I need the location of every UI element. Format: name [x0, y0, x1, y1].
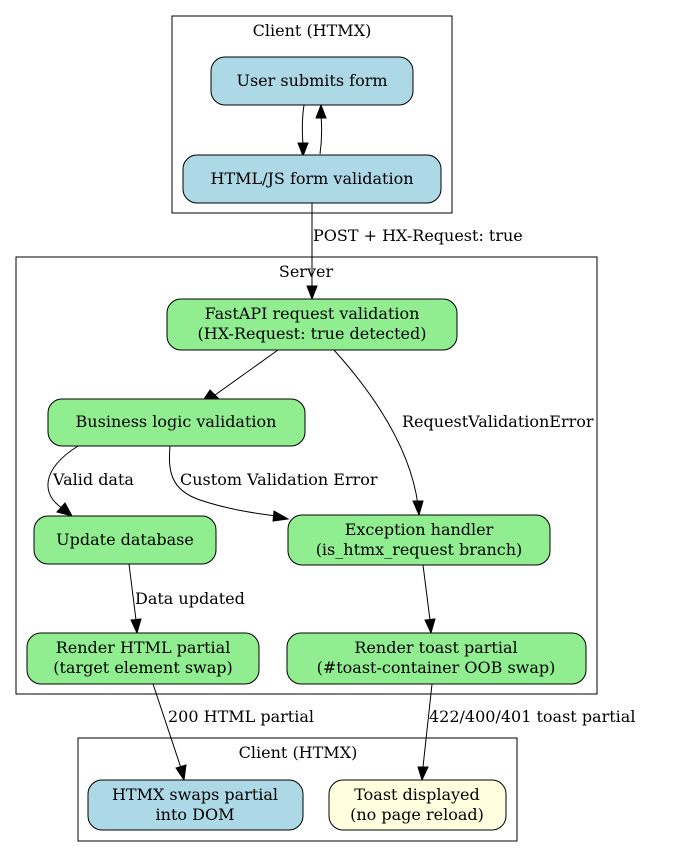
node-render-toast-partial: Render toast partial (#toast-container O…: [286, 632, 587, 685]
node-sublabel: (HX-Request: true detected): [198, 324, 427, 343]
node-label: Render HTML partial: [56, 638, 231, 657]
node-shape: [26, 632, 260, 685]
node-htmx-swaps: HTMX swaps partial into DOM: [87, 779, 304, 831]
edge-label-toast-partial: 422/400/401 toast partial: [429, 707, 635, 726]
node-sublabel: (target element swap): [53, 658, 233, 677]
cluster-server: Server: [15, 256, 598, 695]
edge-fastapi-to-business: [214, 349, 279, 396]
node-label: Update database: [56, 530, 194, 549]
node-shape: [33, 515, 217, 565]
node-shape: [47, 398, 306, 447]
node-label: Render toast partial: [354, 638, 517, 657]
node-sublabel: (no page reload): [350, 805, 484, 824]
arrowhead: [130, 618, 142, 635]
node-sublabel: (is_htmx_request branch): [316, 540, 523, 559]
edge-200-html-partial: [152, 683, 182, 769]
node-toast-displayed: Toast displayed (no page reload): [328, 779, 507, 831]
cluster-server-label: Server: [279, 262, 334, 281]
edges: POST + HX-Request: true RequestValidatio…: [47, 103, 635, 782]
edge-custom-validation-error: [169, 445, 276, 517]
node-form-validation: HTML/JS form validation: [182, 154, 442, 204]
edge-toast-partial: [422, 683, 433, 768]
edge-valid-data: [47, 445, 79, 509]
node-render-html-partial: Render HTML partial (target element swap…: [26, 632, 260, 685]
edge-request-validation-error: [333, 349, 419, 506]
node-shape: [286, 632, 587, 685]
node-exception-handler: Exception handler (is_htmx_request branc…: [287, 514, 551, 566]
node-user-submits-form: User submits form: [210, 56, 414, 106]
cluster-client-top-label: Client (HTMX): [253, 21, 372, 40]
node-label: Business logic validation: [76, 412, 277, 431]
arrowhead: [56, 502, 73, 517]
arrowhead: [272, 510, 290, 522]
arrowhead: [315, 103, 327, 119]
edge-label-request-validation-error: RequestValidationError: [402, 412, 594, 431]
edge-label-data-updated: Data updated: [135, 589, 245, 608]
edge-label-200-html-partial: 200 HTML partial: [168, 707, 314, 726]
node-shape: [166, 298, 458, 351]
edge-label-custom-validation-error: Custom Validation Error: [180, 470, 378, 489]
node-shape: [328, 779, 507, 831]
node-sublabel: into DOM: [156, 805, 235, 824]
cluster-client-bottom: Client (HTMX): [77, 737, 518, 842]
arrowhead: [175, 764, 187, 782]
arrowhead: [306, 285, 318, 301]
edge-label-post-request: POST + HX-Request: true: [313, 226, 523, 245]
cluster-client-bottom-label: Client (HTMX): [239, 743, 358, 762]
node-sublabel: (#toast-container OOB swap): [317, 658, 556, 677]
edge-validation-to-submit: [319, 115, 323, 155]
node-shape: [287, 514, 551, 566]
node-label: FastAPI request validation: [205, 304, 420, 323]
edge-label-valid-data: Valid data: [52, 470, 134, 489]
node-business-logic: Business logic validation: [47, 398, 306, 447]
arrowhead: [297, 142, 309, 158]
node-label: User submits form: [236, 71, 387, 90]
edge-submit-to-validation: [301, 104, 305, 146]
node-label: Exception handler: [345, 520, 494, 539]
node-shape: [87, 779, 304, 831]
node-fastapi-validation: FastAPI request validation (HX-Request: …: [166, 298, 458, 351]
node-label: Toast displayed: [354, 785, 480, 804]
node-shape: [210, 56, 414, 106]
arrowhead: [424, 618, 436, 635]
edge-data-updated: [128, 563, 137, 621]
edge-exception-to-toast: [422, 564, 431, 621]
node-update-database: Update database: [33, 515, 217, 565]
node-label: HTML/JS form validation: [210, 169, 413, 188]
arrowhead: [417, 766, 429, 782]
node-label: HTMX swaps partial: [112, 785, 278, 804]
arrowhead: [412, 500, 424, 517]
node-shape: [182, 154, 442, 204]
